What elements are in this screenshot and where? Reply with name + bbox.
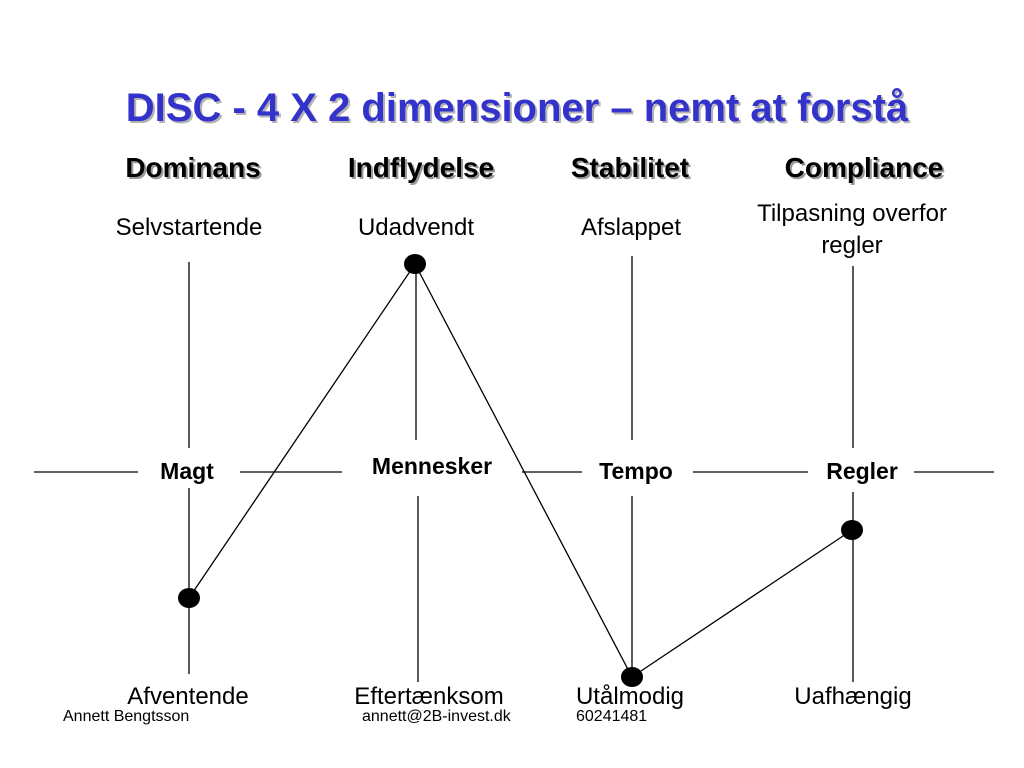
bottom-pole-indflydelse: Eftertænksom xyxy=(354,683,504,710)
profile-point-dominans xyxy=(178,588,200,608)
footer-email[interactable]: annett@2B-invest.dk xyxy=(362,708,511,725)
slide-title: DISC - 4 X 2 dimensioner – nemt at forst… xyxy=(125,86,909,130)
axis-label-tempo: Tempo xyxy=(599,458,673,484)
profile-point-indflydelse xyxy=(404,254,426,274)
axis-label-regler: Regler xyxy=(826,458,898,484)
footer-author: Annett Bengtsson xyxy=(63,708,190,725)
axis-label-magt: Magt xyxy=(160,458,214,484)
header-compliance: Compliance xyxy=(784,152,944,183)
top-pole-dominans: Selvstartende xyxy=(115,214,263,241)
bottom-pole-stabilitet: Utålmodig xyxy=(575,683,685,710)
bottom-pole-dominans: Afventende xyxy=(127,683,249,710)
top-pole-compliance: Tilpasning overfor regler xyxy=(757,200,947,259)
profile-line xyxy=(188,262,853,678)
top-pole-stabilitet: Afslappet xyxy=(580,214,682,241)
axis-label-mennesker: Mennesker xyxy=(371,453,493,479)
header-dominans: Dominans xyxy=(125,152,261,183)
profile-point-compliance xyxy=(841,520,863,540)
header-stabilitet: Stabilitet xyxy=(570,152,690,183)
profile-point-stabilitet xyxy=(621,667,643,687)
header-indflydelse: Indflydelse xyxy=(347,152,495,183)
footer-phone: 60241481 xyxy=(576,708,648,725)
bottom-pole-compliance: Uafhængig xyxy=(794,683,912,710)
top-pole-indflydelse: Udadvendt xyxy=(357,214,475,241)
